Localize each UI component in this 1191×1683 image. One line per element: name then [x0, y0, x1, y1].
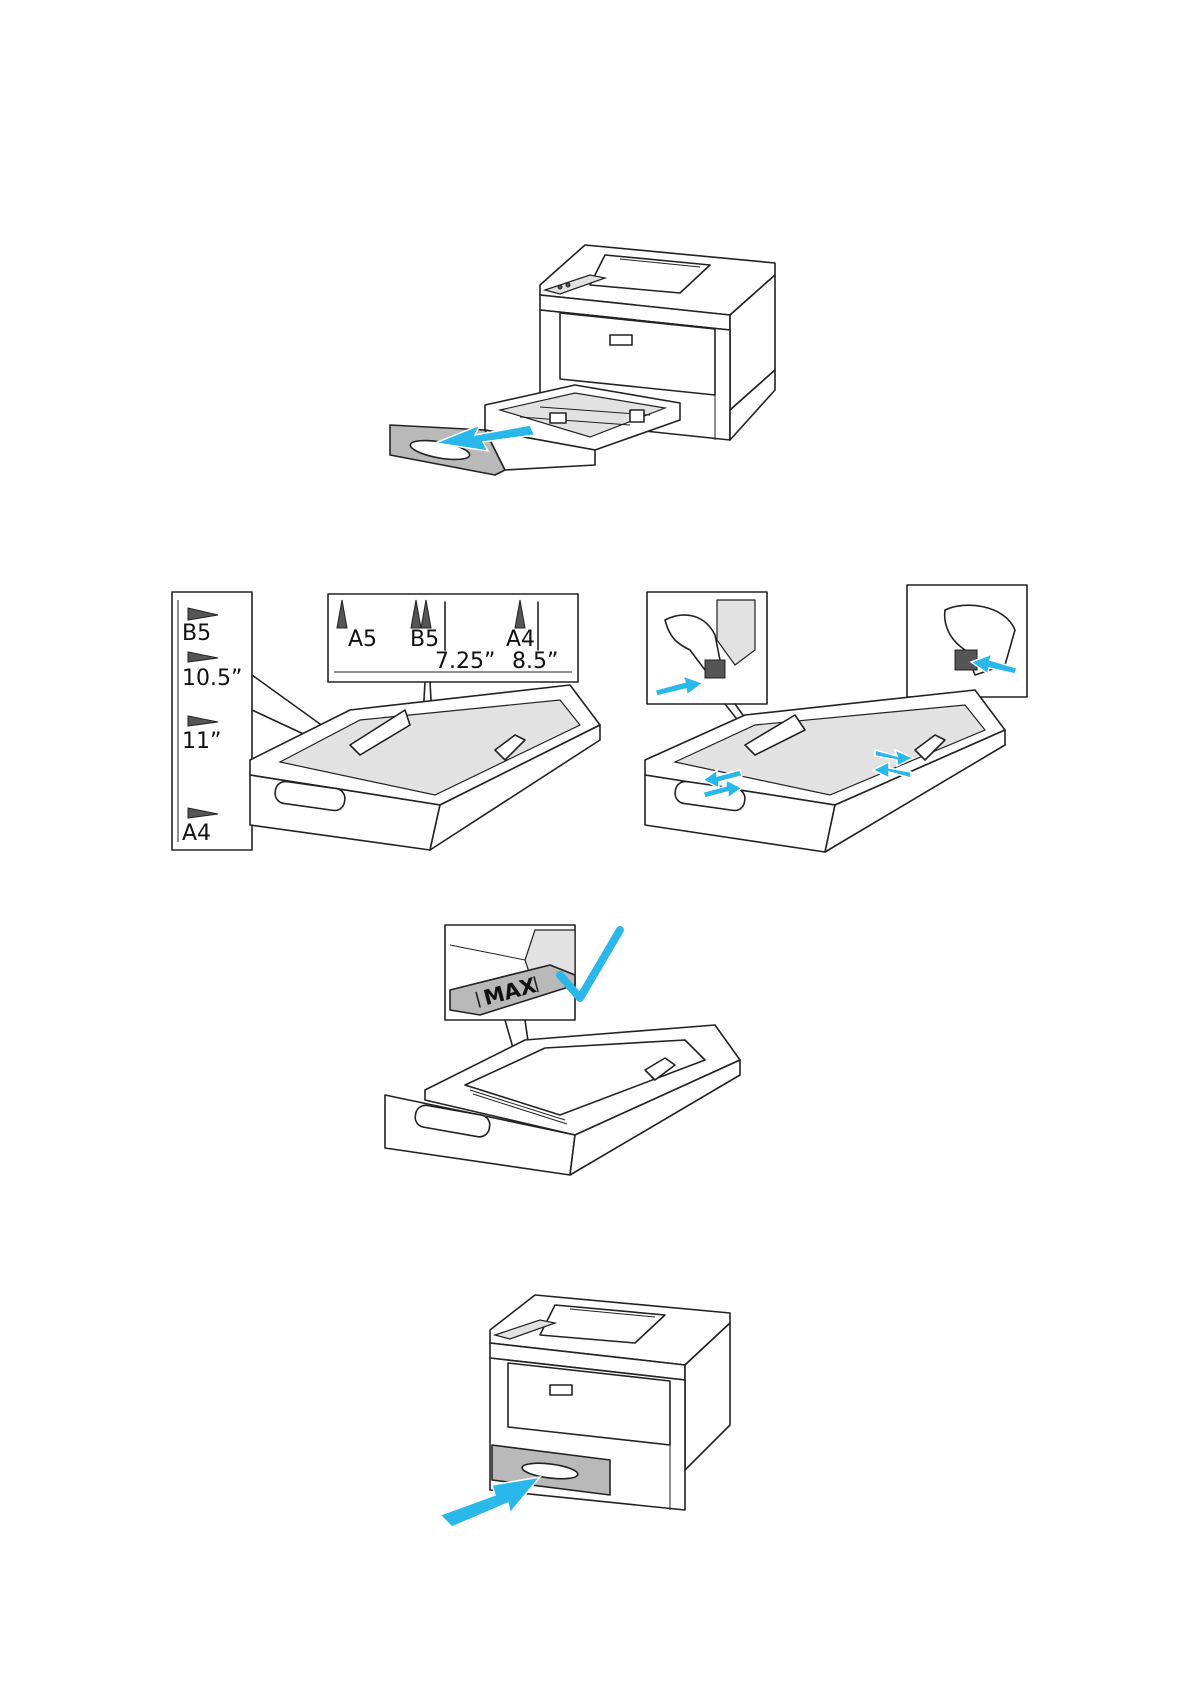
tray-with-scale-callouts-drawing: B5 10.5” 11” A4 A5 B5 A4 7.25” 8.5” — [170, 590, 610, 860]
step-4-insert-tray — [440, 1295, 740, 1545]
printer-with-open-tray-drawing — [380, 245, 800, 515]
tray-loaded-with-paper-drawing: MAX — [385, 920, 745, 1180]
scale-label-b5: B5 — [182, 621, 211, 646]
printer-with-closed-tray-drawing — [440, 1295, 740, 1545]
scale-label-a5: A5 — [348, 627, 377, 652]
step-2-paper-size-scale: B5 10.5” 11” A4 A5 B5 A4 7.25” 8.5” — [170, 590, 610, 860]
scale-label-7-25: 7.25” — [435, 649, 495, 674]
scale-label-a4: A4 — [182, 821, 211, 846]
scale-label-10-5: 10.5” — [182, 666, 242, 691]
scale-label-11: 11” — [182, 729, 221, 754]
tray-with-guide-callouts-drawing — [645, 590, 1045, 860]
step-3-load-paper: MAX — [385, 920, 745, 1180]
step-2-adjust-guides — [645, 590, 1045, 860]
scale-label-8-5: 8.5” — [512, 649, 558, 674]
right-guide-callout — [907, 585, 1027, 697]
step-1-pull-out-tray — [380, 245, 800, 515]
